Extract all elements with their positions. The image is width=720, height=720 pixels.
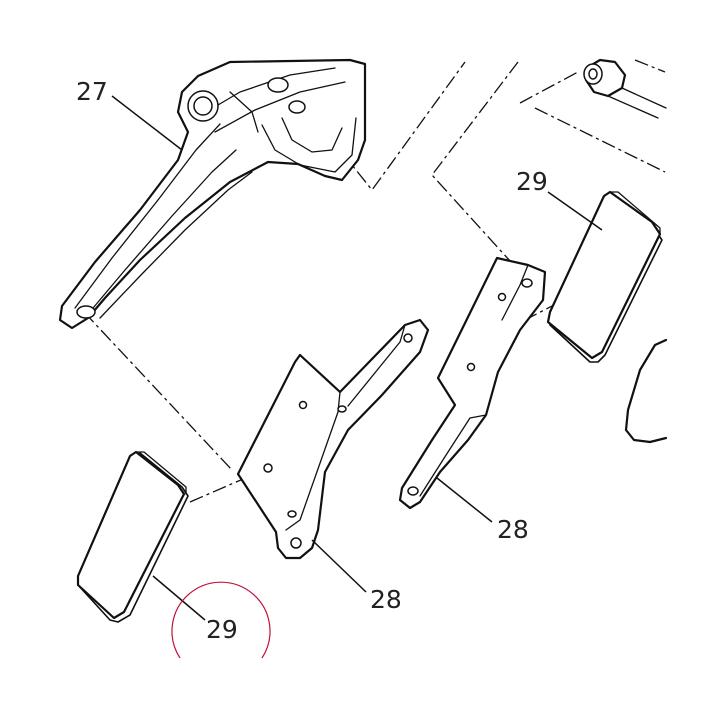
callout-27: 27 <box>76 77 108 106</box>
rubber-pad-bottom <box>76 450 189 623</box>
rubber-pad-top <box>546 190 663 363</box>
highlight-circle <box>171 581 271 659</box>
mounting-plate-right <box>398 256 547 510</box>
callout-28-right: 28 <box>497 515 529 544</box>
partial-pad-right-edge <box>624 338 668 444</box>
callout-29-bottom: 29 <box>206 615 238 644</box>
partial-roller-component <box>583 58 667 119</box>
mounting-plate-left <box>236 318 430 560</box>
callout-29-top: 29 <box>516 167 548 196</box>
mounting-bracket-arm <box>58 58 367 330</box>
callout-28-left: 28 <box>370 585 402 614</box>
callout-leaders <box>111 95 603 621</box>
